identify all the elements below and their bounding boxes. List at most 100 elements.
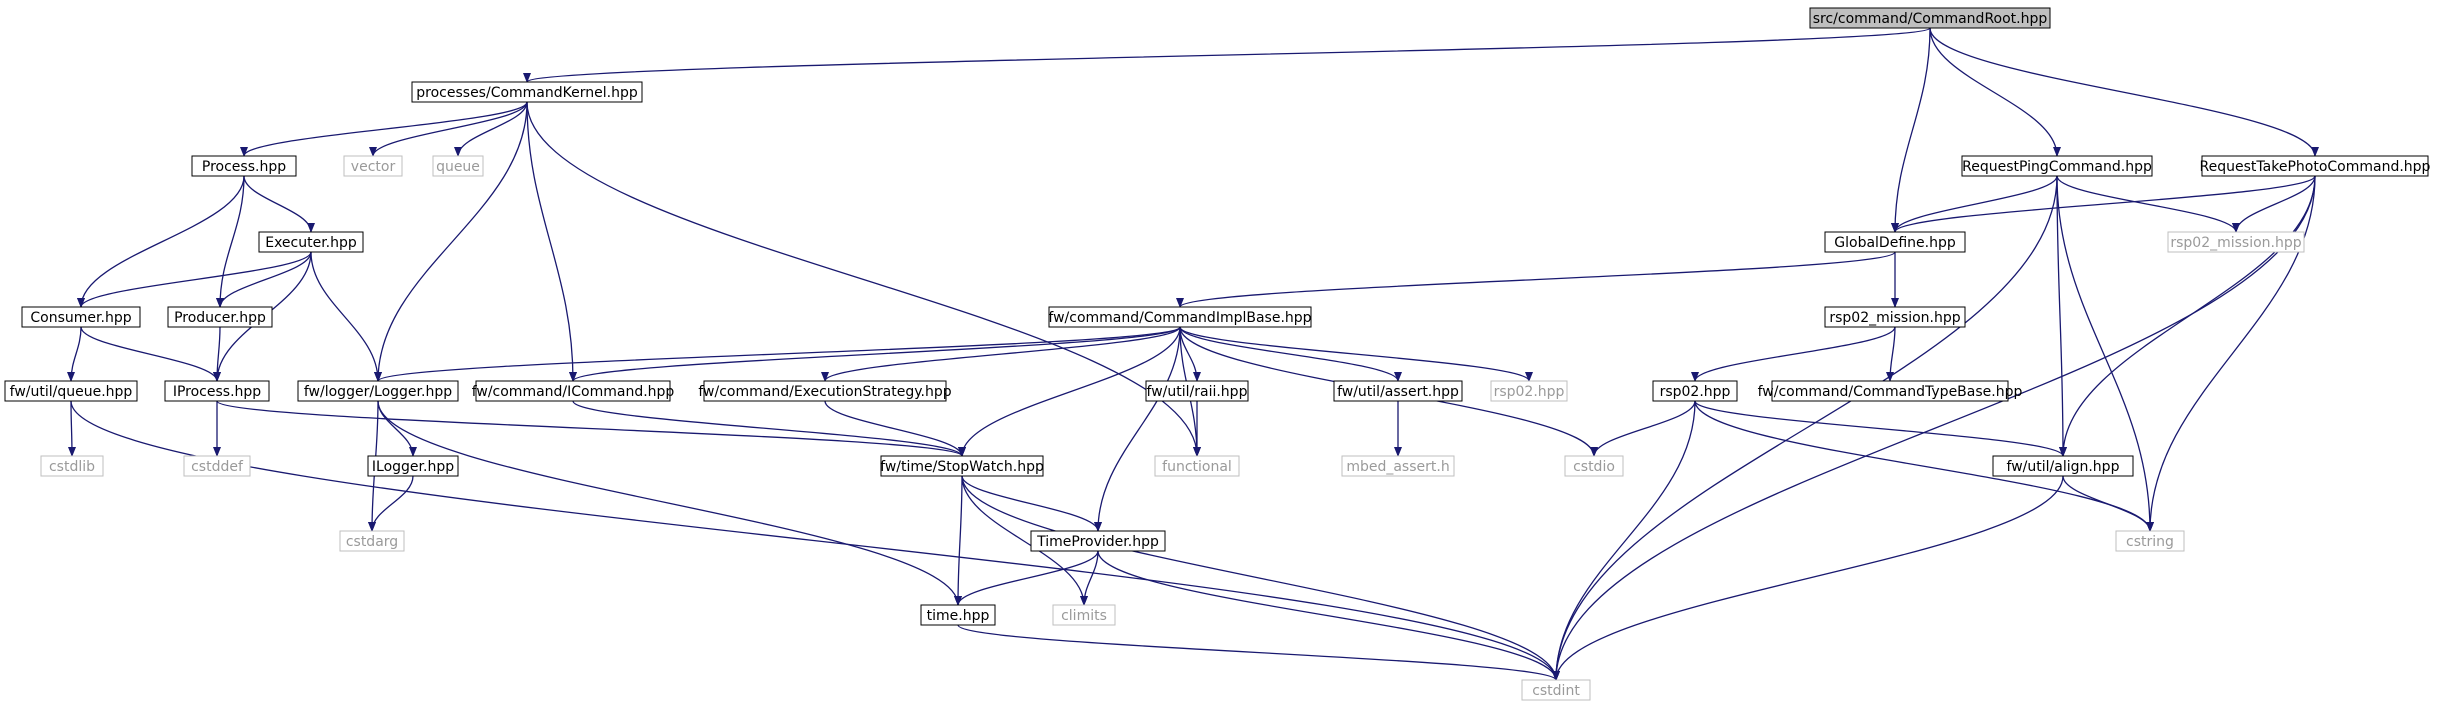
- edge-rspmiss-to-rsp02: [1691, 326, 1896, 382]
- node-icommand[interactable]: fw/command/ICommand.hpp: [472, 380, 675, 402]
- node-box: [1771, 380, 2009, 402]
- node-box: [1961, 155, 2153, 177]
- node-cmdimpl[interactable]: fw/command/CommandImplBase.hpp: [1048, 306, 1312, 328]
- node-box: [297, 380, 459, 402]
- edge-stopwatch-to-timeprov: [961, 475, 1102, 532]
- edge-cmdimpl-to-assert: [1179, 326, 1402, 382]
- node-label: cstring: [2126, 534, 2174, 550]
- node-box: [1824, 231, 1966, 253]
- edge-executer-to-producer: [216, 251, 312, 308]
- edge-timeprov-to-cstdint: [1097, 550, 1560, 681]
- node-cstdint: cstdint: [1521, 679, 1591, 701]
- node-timehpp[interactable]: time.hpp: [920, 604, 996, 626]
- edge-process-to-executer: [243, 175, 315, 233]
- node-box: [183, 455, 251, 477]
- node-box: [21, 306, 141, 328]
- edge-root-to-reqphoto: [1929, 27, 2319, 157]
- node-logger[interactable]: fw/logger/Logger.hpp: [297, 380, 459, 402]
- node-label: fw/command/ICommand.hpp: [472, 384, 675, 400]
- node-climits: climits: [1052, 604, 1116, 626]
- node-label: fw/command/CommandImplBase.hpp: [1048, 310, 1311, 326]
- edge-timeprov-to-climits: [1080, 550, 1099, 606]
- node-label: Consumer.hpp: [30, 310, 131, 326]
- edge-fwqueue-to-cstdlib: [67, 400, 76, 457]
- node-label: fw/time/StopWatch.hpp: [880, 459, 1044, 475]
- node-functional: functional: [1154, 455, 1240, 477]
- edge-logger-to-ilogger: [377, 400, 417, 457]
- edge-globaldef-to-cmdimpl: [1176, 251, 1896, 308]
- node-label: mbed_assert.h: [1346, 459, 1449, 475]
- edge-cmdimpl-to-raii: [1179, 326, 1201, 382]
- edge-kernel-to-queue: [454, 101, 528, 157]
- node-label: rsp02_mission.hpp: [2170, 235, 2301, 251]
- node-box: [475, 380, 671, 402]
- node-assert[interactable]: fw/util/assert.hpp: [1333, 380, 1463, 402]
- edge-executer-to-consumer: [77, 251, 312, 308]
- node-kernel[interactable]: processes/CommandKernel.hpp: [411, 81, 643, 103]
- node-label: fw/util/assert.hpp: [1337, 384, 1459, 400]
- node-box: [1809, 7, 2051, 29]
- edge-reqphoto-to-cstring: [2146, 175, 2316, 532]
- edge-kernel-to-logger: [374, 101, 528, 382]
- node-box: [1333, 380, 1463, 402]
- edge-root-to-reqping: [1929, 27, 2061, 157]
- node-label: cstdlib: [49, 459, 95, 475]
- node-timeprov[interactable]: TimeProvider.hpp: [1030, 530, 1166, 552]
- edge-process-to-consumer: [77, 175, 245, 308]
- node-box: [339, 530, 405, 552]
- node-box: [167, 306, 273, 328]
- node-fwqueue[interactable]: fw/util/queue.hpp: [4, 380, 138, 402]
- node-process[interactable]: Process.hpp: [191, 155, 297, 177]
- edge-root-to-globaldef: [1891, 27, 1931, 233]
- node-globaldef[interactable]: GlobalDefine.hpp: [1824, 231, 1966, 253]
- node-iprocess[interactable]: IProcess.hpp: [164, 380, 270, 402]
- node-box: [40, 455, 104, 477]
- edge-cmdimpl-to-timeprov: [1094, 326, 1181, 532]
- node-reqphoto[interactable]: RequestTakePhotoCommand.hpp: [2200, 155, 2431, 177]
- node-reqping[interactable]: RequestPingCommand.hpp: [1961, 155, 2153, 177]
- edge-cmdimpl-to-icommand: [569, 326, 1181, 382]
- node-label: processes/CommandKernel.hpp: [416, 85, 638, 101]
- node-producer[interactable]: Producer.hpp: [167, 306, 273, 328]
- node-queue: queue: [432, 155, 484, 177]
- node-ilogger[interactable]: ILogger.hpp: [367, 455, 459, 477]
- edge-align-to-cstdint: [1552, 475, 2064, 681]
- node-box: [164, 380, 270, 402]
- node-label: time.hpp: [927, 608, 990, 624]
- edge-rsp02-to-cstdio: [1590, 400, 1696, 457]
- node-execstrat[interactable]: fw/command/ExecutionStrategy.hpp: [698, 380, 952, 402]
- node-label: TimeProvider.hpp: [1036, 534, 1159, 550]
- node-label: climits: [1061, 608, 1107, 624]
- node-label: Process.hpp: [202, 159, 286, 175]
- node-box: [1824, 306, 1966, 328]
- node-label: rsp02.hpp: [1660, 384, 1731, 400]
- edge-reqphoto-to-rspmissext: [2232, 175, 2316, 233]
- edge-reqphoto-to-globaldef: [1891, 175, 2316, 233]
- node-rspmiss[interactable]: rsp02_mission.hpp: [1824, 306, 1966, 328]
- node-align[interactable]: fw/util/align.hpp: [1992, 455, 2134, 477]
- edge-rsp02-to-align: [1694, 400, 2067, 457]
- node-root[interactable]: src/command/CommandRoot.hpp: [1809, 7, 2051, 29]
- edge-timehpp-to-cstdint: [957, 624, 1560, 681]
- node-mbed: mbed_assert.h: [1341, 455, 1455, 477]
- edge-reqping-to-cstring: [2056, 175, 2154, 532]
- node-executer[interactable]: Executer.hpp: [258, 231, 364, 253]
- node-rsp02[interactable]: rsp02.hpp: [1652, 380, 1738, 402]
- edge-cmdimpl-to-stopwatch: [958, 326, 1181, 457]
- node-cstring: cstring: [2115, 530, 2185, 552]
- node-cmdtype[interactable]: fw/command/CommandTypeBase.hpp: [1758, 380, 2023, 402]
- node-label: fw/logger/Logger.hpp: [304, 384, 452, 400]
- node-raii[interactable]: fw/util/raii.hpp: [1145, 380, 1249, 402]
- edge-producer-to-iprocess: [213, 326, 222, 382]
- node-box: [1652, 380, 1738, 402]
- node-stopwatch[interactable]: fw/time/StopWatch.hpp: [880, 455, 1044, 477]
- node-box: [1052, 604, 1116, 626]
- edge-cmdimpl-to-execstrat: [821, 326, 1181, 382]
- node-label: cstdint: [1532, 683, 1580, 699]
- node-box: [1154, 455, 1240, 477]
- node-box: [1564, 455, 1624, 477]
- node-label: fw/command/CommandTypeBase.hpp: [1758, 384, 2023, 400]
- node-consumer[interactable]: Consumer.hpp: [21, 306, 141, 328]
- node-cstdarg: cstdarg: [339, 530, 405, 552]
